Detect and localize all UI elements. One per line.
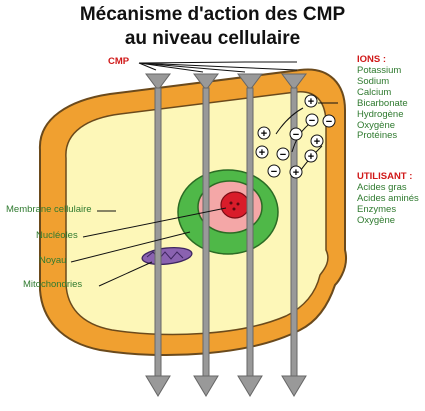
cmp-pointers xyxy=(138,61,298,73)
diagram-title-line2: au niveau cellulaire xyxy=(124,28,301,49)
svg-text:+: + xyxy=(308,96,314,108)
nucleolus-dot xyxy=(232,207,236,211)
ion-minus: − xyxy=(267,164,281,178)
svg-text:+: + xyxy=(293,167,299,179)
ion-minus: − xyxy=(276,147,290,161)
ion-item: Bicarbonate xyxy=(357,97,408,109)
ion-item: Sodium xyxy=(357,75,390,87)
mitochondria-cristae xyxy=(146,251,184,260)
pointer-nucleoles xyxy=(82,207,227,238)
nucleolus-dot xyxy=(229,201,233,205)
svg-text:−: − xyxy=(293,129,299,141)
pointer-mitochondries xyxy=(98,261,153,287)
arrow-top-2 xyxy=(193,73,219,91)
svg-text:+: + xyxy=(314,136,320,148)
utilisant-item: Acides aminés xyxy=(357,192,419,204)
ion-plus: + xyxy=(310,134,324,148)
diagram-title-line1: Mécanisme d'action des CMP xyxy=(79,4,346,25)
ion-plus: + xyxy=(255,145,269,159)
label-pointers xyxy=(70,207,227,287)
arrow-top-3 xyxy=(237,73,263,91)
svg-text:−: − xyxy=(271,166,277,178)
arrow-shaft-3 xyxy=(246,87,254,379)
ion-item: Protéines xyxy=(357,130,398,142)
ion-item: Oxygène xyxy=(357,119,396,131)
ion-minus: − xyxy=(322,114,336,128)
svg-text:+: + xyxy=(259,147,265,159)
arrow-shaft-2 xyxy=(202,87,210,379)
ion-plus: + xyxy=(257,126,271,140)
utilisant-item: Oxygène xyxy=(357,214,396,226)
svg-text:−: − xyxy=(326,116,332,128)
ions-list: IONS : Potassium Sodium Calcium Bicarbon… xyxy=(357,54,408,142)
svg-text:+: + xyxy=(261,128,267,140)
ion-plus: + xyxy=(304,94,318,108)
svg-text:−: − xyxy=(309,115,315,127)
nucleolus-dot xyxy=(236,202,240,206)
ion-minus: − xyxy=(305,113,319,127)
label-membrane: Membrane cellulaire xyxy=(6,204,92,215)
utilisant-item: Enzymes xyxy=(357,203,397,215)
utilisant-list: UTILISANT : Acides gras Acides aminés En… xyxy=(357,171,419,227)
ion-item: Potassium xyxy=(357,64,402,76)
transport-arrows xyxy=(145,73,307,397)
ion-item: Calcium xyxy=(357,86,392,98)
arrow-bottom-1 xyxy=(145,375,171,397)
ion-signs: + − − + − + + − + − + xyxy=(255,94,336,179)
ions-heading: IONS : xyxy=(357,54,387,65)
svg-text:−: − xyxy=(280,149,286,161)
utilisant-heading: UTILISANT : xyxy=(357,171,413,182)
nucleolus xyxy=(220,191,250,219)
ion-plus: + xyxy=(304,149,318,163)
arrow-bottom-3 xyxy=(237,375,263,397)
pointer-noyau xyxy=(70,231,191,263)
svg-text:+: + xyxy=(308,151,314,163)
arrow-bottom-4 xyxy=(281,375,307,397)
ion-minus: − xyxy=(289,127,303,141)
arrow-bottom-2 xyxy=(193,375,219,397)
label-mitochondries: Mitochondries xyxy=(23,279,83,290)
arrow-top-4 xyxy=(281,73,307,91)
label-noyau: Noyau xyxy=(39,255,67,266)
cmp-label: CMP xyxy=(108,56,130,67)
ion-item: Hydrogène xyxy=(357,108,404,120)
label-nucleoles: Nucléoles xyxy=(36,230,78,241)
arrow-top-1 xyxy=(145,73,171,91)
ion-plus: + xyxy=(289,165,303,179)
utilisant-item: Acides gras xyxy=(357,181,407,193)
arrow-shaft-1 xyxy=(154,87,162,379)
